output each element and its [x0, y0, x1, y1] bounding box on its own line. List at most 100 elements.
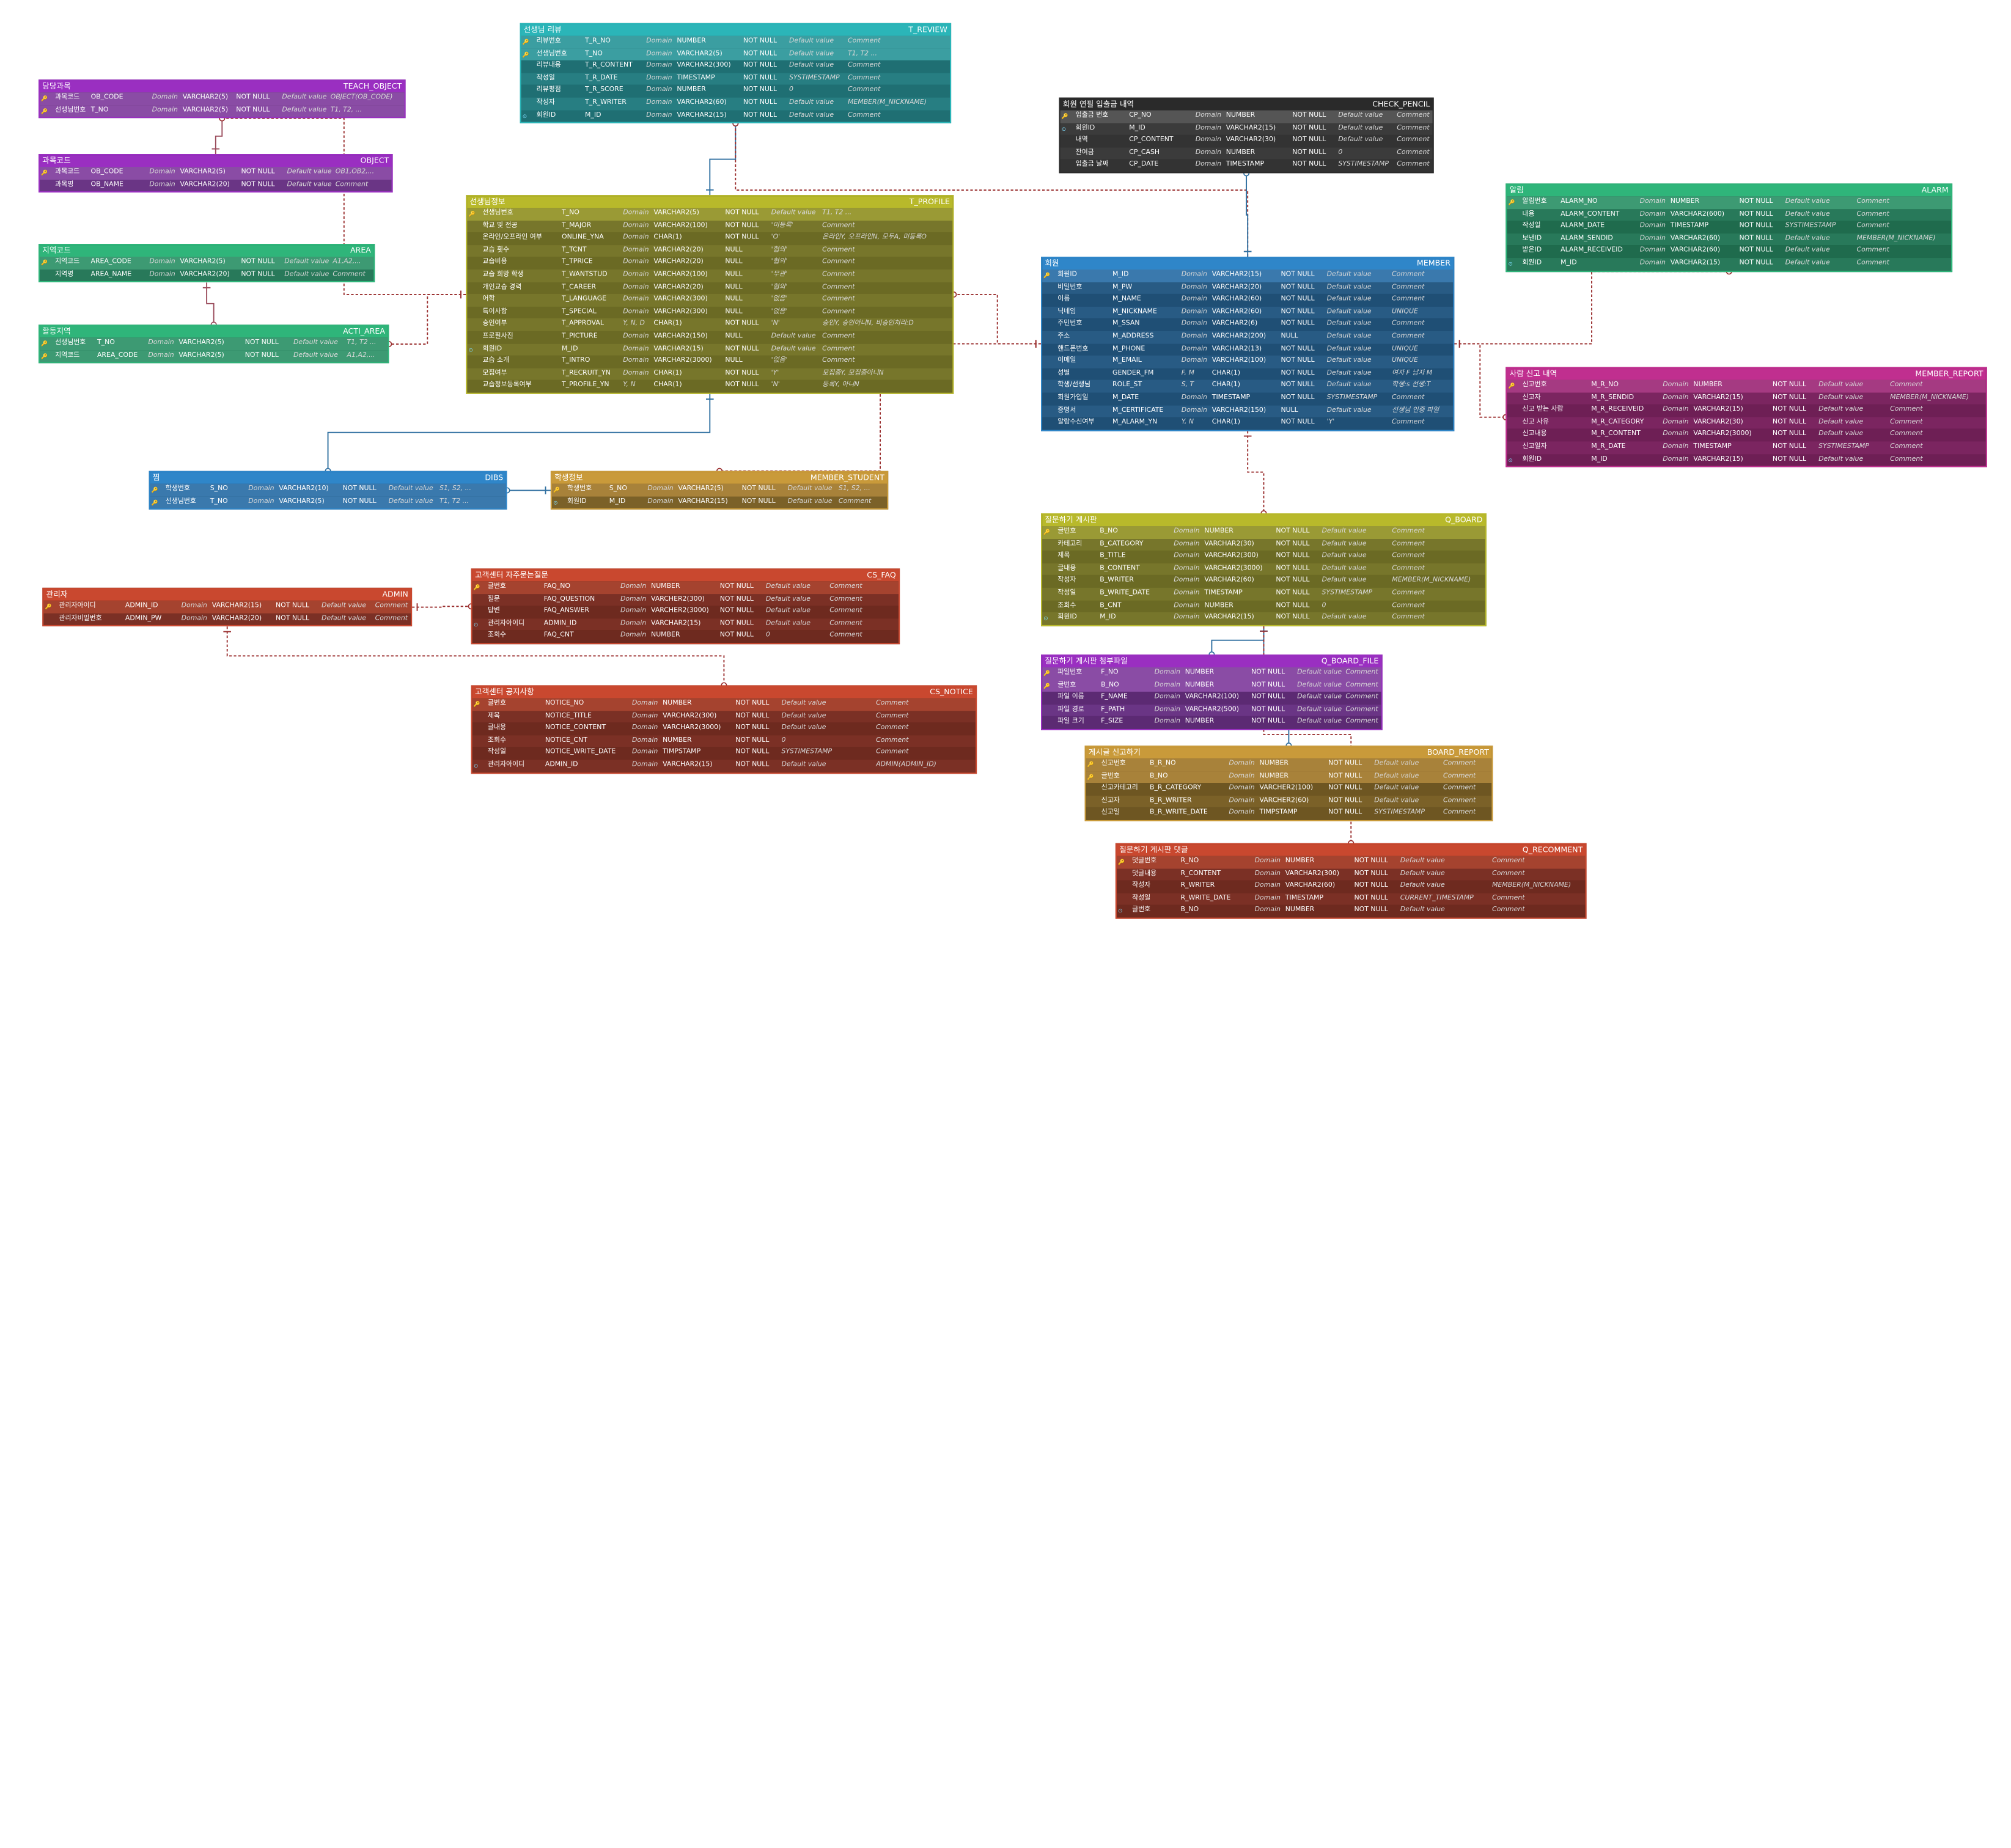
entity-member-student[interactable]: 학생정보MEMBER_STUDENT🔑학생번호S_NODomainVARCHAR… — [550, 471, 889, 510]
column-row[interactable]: 🔑댓글번호R_NODomainNUMBERNOT NULLDefault val… — [1116, 856, 1586, 868]
column-row[interactable]: 알람수신여부M_ALARM_YNY, NCHAR(1)NOT NULL'Y'Co… — [1042, 417, 1454, 430]
column-row[interactable]: 작성자B_WRITERDomainVARCHAR2(60)NOT NULLDef… — [1042, 575, 1485, 588]
entity-area[interactable]: 지역코드AREA🔑지역코드AREA_CODEDomainVARCHAR2(5)N… — [38, 243, 375, 283]
column-row[interactable]: 입출금 날짜CP_DATEDomainTIMESTAMPNOT NULLSYST… — [1060, 160, 1433, 172]
column-row[interactable]: ⊙회원IDM_IDDomainVARCHAR2(15)NOT NULLDefau… — [1042, 612, 1485, 625]
entity-board-report[interactable]: 게시글 신고하기BOARD_REPORT🔑신고번호B_R_NODomainNUM… — [1084, 746, 1493, 821]
column-row[interactable]: 내용ALARM_CONTENTDomainVARCHAR2(600)NOT NU… — [1507, 208, 1951, 221]
column-row[interactable]: 학교 및 전공T_MAJORDomainVARCHAR2(100)NOT NUL… — [467, 220, 953, 233]
column-row[interactable]: 닉네임M_NICKNAMEDomainVARCHAR2(60)NOT NULLD… — [1042, 306, 1454, 319]
column-row[interactable]: 질문FAQ_QUESTIONDomainVARCHER2(300)NOT NUL… — [472, 593, 899, 606]
column-row[interactable]: ⊙회원IDM_IDDomainVARCHAR2(15)NOT NULLDefau… — [521, 109, 950, 122]
column-row[interactable]: 관리자비밀번호ADMIN_PWDomainVARCHAR2(20)NOT NUL… — [43, 612, 411, 626]
column-row[interactable]: 🔑신고번호M_R_NODomainNUMBERNOT NULLDefault v… — [1507, 380, 1986, 392]
column-row[interactable]: 주소M_ADDRESSDomainVARCHAR2(200)NULLDefaul… — [1042, 331, 1454, 343]
entity-q-board-file[interactable]: 질문하기 게시판 첨부파일Q_BOARD_FILE🔑파일번호F_NODomain… — [1041, 654, 1383, 730]
column-row[interactable]: 🔑글번호FAQ_NODomainNUMBERNOT NULLDefault va… — [472, 581, 899, 594]
column-row[interactable]: 작성일B_WRITE_DATEDomainTIMESTAMPNOT NULLSY… — [1042, 587, 1485, 600]
column-row[interactable]: 🔑관리자아이디ADMIN_IDDomainVARCHAR2(15)NOT NUL… — [43, 600, 411, 613]
column-row[interactable]: 파일 크기F_SIZEDomainNUMBERNOT NULLDefault v… — [1042, 716, 1381, 729]
column-row[interactable]: 🔑글번호B_NODomainNUMBERNOT NULLDefault valu… — [1086, 771, 1492, 783]
column-row[interactable]: 보낸IDALARM_SENDIDDomainVARCHAR2(60)NOT NU… — [1507, 233, 1951, 246]
entity-admin[interactable]: 관리자ADMIN🔑관리자아이디ADMIN_IDDomainVARCHAR2(15… — [42, 587, 413, 627]
column-row[interactable]: 작성일R_WRITE_DATEDomainTIMESTAMPNOT NULLCU… — [1116, 893, 1586, 906]
column-row[interactable]: 답변FAQ_ANSWERDomainVARCHER2(3000)NOT NULL… — [472, 606, 899, 618]
column-row[interactable]: 교습 횟수T_TCNTDomainVARCHAR2(20)NULL'협의'Com… — [467, 244, 953, 257]
column-row[interactable]: 파일 이름F_NAMEDomainVARCHAR2(100)NOT NULLDe… — [1042, 692, 1381, 705]
column-row[interactable]: 🔑파일번호F_NODomainNUMBERNOT NULLDefault val… — [1042, 667, 1381, 680]
column-row[interactable]: 제목NOTICE_TITLEDomainVARCHAR2(300)NOT NUL… — [472, 710, 976, 723]
entity-t-profile[interactable]: 선생님정보T_PROFILE🔑선생님번호T_NODomainVARCHAR2(5… — [466, 195, 954, 394]
column-row[interactable]: 작성자R_WRITERDomainVARCHAR2(60)NOT NULLDef… — [1116, 880, 1586, 893]
column-row[interactable]: 회원가입일M_DATEDomainTIMESTAMPNOT NULLSYSTIM… — [1042, 392, 1454, 405]
column-row[interactable]: 개인교습 경력T_CAREERDomainVARCHAR2(20)NULL'협의… — [467, 282, 953, 295]
column-row[interactable]: 카테고리B_CATEGORYDomainVARCHAR2(30)NOT NULL… — [1042, 538, 1485, 551]
column-row[interactable]: ⊙글번호B_NODomainNUMBERNOT NULLDefault valu… — [1116, 905, 1586, 918]
column-row[interactable]: 🔑선생님번호T_NODomainVARCHAR2(5)NOT NULLDefau… — [467, 208, 953, 221]
column-row[interactable]: 특이사항T_SPECIALDomainVARCHAR2(300)NULL'없음'… — [467, 306, 953, 319]
column-row[interactable]: 제목B_TITLEDomainVARCHAR2(300)NOT NULLDefa… — [1042, 551, 1485, 563]
column-row[interactable]: 신고내용M_R_CONTENTDomainVARCHAR2(3000)NOT N… — [1507, 429, 1986, 442]
column-row[interactable]: 🔑지역코드AREA_CODEDomainVARCHAR2(5)NOT NULLD… — [40, 350, 388, 362]
column-row[interactable]: 🔑선생님번호T_NODomainVARCHAR2(5)NOT NULLDefau… — [40, 337, 388, 350]
column-row[interactable]: 신고일B_R_WRITE_DATEDomainTIMPSTAMPNOT NULL… — [1086, 807, 1492, 820]
entity-t-review[interactable]: 선생님 리뷰T_REVIEW🔑리뷰번호T_R_NODomainNUMBERNOT… — [520, 23, 952, 123]
column-row[interactable]: 주민번호M_SSANDomainVARCHAR2(6)NOT NULLDefau… — [1042, 318, 1454, 331]
entity-q-board[interactable]: 질문하기 게시판Q_BOARD🔑글번호B_NODomainNUMBERNOT N… — [1041, 513, 1487, 626]
column-row[interactable]: 🔑선생님번호T_NODomainVARCHAR2(5)NOT NULLDefau… — [40, 105, 405, 117]
entity-cs-notice[interactable]: 고객센터 공지사항CS_NOTICE🔑글번호NOTICE_NODomainNUM… — [471, 685, 977, 774]
column-row[interactable]: 🔑글번호B_NODomainNUMBERNOT NULLDefault valu… — [1042, 680, 1381, 692]
column-row[interactable]: 핸드폰번호M_PHONEDomainVARCHAR2(13)NOT NULLDe… — [1042, 343, 1454, 356]
column-row[interactable]: ⊙회원IDM_IDDomainVARCHAR2(15)NOT NULLDefau… — [1507, 453, 1986, 466]
column-row[interactable]: 교습비용T_TPRICEDomainVARCHAR2(20)NULL'협의'Co… — [467, 257, 953, 270]
column-row[interactable]: 승인여부T_APPROVALY, N, DCHAR(1)NOT NULL'N'승… — [467, 318, 953, 331]
column-row[interactable]: 이메일M_EMAILDomainVARCHAR2(100)NOT NULLDef… — [1042, 356, 1454, 369]
column-row[interactable]: 리뷰평점T_R_SCOREDomainNUMBERNOT NULL0Commen… — [521, 85, 950, 98]
column-row[interactable]: 신고 사유M_R_CATEGORYDomainVARCHAR2(30)NOT N… — [1507, 417, 1986, 430]
column-row[interactable]: 작성일NOTICE_WRITE_DATEDomainTIMPSTAMPNOT N… — [472, 747, 976, 760]
column-row[interactable]: 댓글내용R_CONTENTDomainVARCHAR2(300)NOT NULL… — [1116, 868, 1586, 881]
column-row[interactable]: 이름M_NAMEDomainVARCHAR2(60)NOT NULLDefaul… — [1042, 294, 1454, 307]
column-row[interactable]: 교습정보등록여부T_PROFILE_YNY, NCHAR(1)NOT NULL'… — [467, 380, 953, 393]
column-row[interactable]: 신고자B_R_WRITERDomainVARCHER2(60)NOT NULLD… — [1086, 795, 1492, 808]
column-row[interactable]: 🔑선생님번호T_NODomainVARCHAR2(5)NOT NULLDefau… — [521, 48, 950, 61]
column-row[interactable]: 🔑선생님번호T_NODomainVARCHAR2(5)NOT NULLDefau… — [150, 496, 506, 508]
column-row[interactable]: 작성일T_R_DATEDomainTIMESTAMPNOT NULLSYSTIM… — [521, 73, 950, 86]
column-row[interactable]: 조회수NOTICE_CNTDomainNUMBERNOT NULL0Commen… — [472, 735, 976, 747]
entity-object[interactable]: 과목코드OBJECT🔑과목코드OB_CODEDomainVARCHAR2(5)N… — [38, 153, 393, 193]
column-row[interactable]: 🔑입출금 번호CP_NODomainNUMBERNOT NULLDefault … — [1060, 110, 1433, 123]
column-row[interactable]: 리뷰내용T_R_CONTENTDomainVARCHAR2(300)NOT NU… — [521, 61, 950, 73]
column-row[interactable]: ⊙회원IDM_IDDomainVARCHAR2(15)NOT NULLDefau… — [551, 496, 888, 508]
column-row[interactable]: 🔑신고번호B_R_NODomainNUMBERNOT NULLDefault v… — [1086, 758, 1492, 771]
column-row[interactable]: 학생/선생님ROLE_STS, TCHAR(1)NOT NULLDefault … — [1042, 380, 1454, 393]
column-row[interactable]: 신고 받는 사람M_R_RECEIVEIDDomainVARCHAR2(15)N… — [1507, 404, 1986, 417]
column-row[interactable]: 글내용B_CONTENTDomainVARCHAR2(3000)NOT NULL… — [1042, 563, 1485, 576]
column-row[interactable]: 🔑알림번호ALARM_NODomainNUMBERNOT NULLDefault… — [1507, 196, 1951, 209]
column-row[interactable]: 글내용NOTICE_CONTENTDomainVARCHAR2(3000)NOT… — [472, 722, 976, 735]
column-row[interactable]: 🔑과목코드OB_CODEDomainVARCHAR2(5)NOT NULLDef… — [40, 92, 405, 105]
entity-member[interactable]: 회원MEMBER🔑회원IDM_IDDomainVARCHAR2(15)NOT N… — [1041, 256, 1455, 431]
column-row[interactable]: 비밀번호M_PWDomainVARCHAR2(20)NOT NULLDefaul… — [1042, 282, 1454, 295]
column-row[interactable]: ⊙회원IDM_IDDomainVARCHAR2(15)NOT NULLDefau… — [1507, 258, 1951, 271]
entity-alarm[interactable]: 알림ALARM🔑알림번호ALARM_NODomainNUMBERNOT NULL… — [1505, 183, 1953, 272]
column-row[interactable]: ⊙관리자아이디ADMIN_IDDomainVARCHAR2(15)NOT NUL… — [472, 760, 976, 772]
column-row[interactable]: 🔑지역코드AREA_CODEDomainVARCHAR2(5)NOT NULLD… — [40, 256, 374, 270]
column-row[interactable]: 받은IDALARM_RECEIVEIDDomainVARCHAR2(60)NOT… — [1507, 245, 1951, 258]
entity-dibs[interactable]: 찜DIBS🔑학생번호S_NODomainVARCHAR2(10)NOT NULL… — [149, 471, 507, 510]
entity-acti-area[interactable]: 활동지역ACTI_AREA🔑선생님번호T_NODomainVARCHAR2(5)… — [38, 324, 389, 364]
column-row[interactable]: 🔑과목코드OB_CODEDomainVARCHAR2(5)NOT NULLDef… — [40, 167, 392, 180]
column-row[interactable]: 조회수FAQ_CNTDomainNUMBERNOT NULL0Comment — [472, 630, 899, 644]
column-row[interactable]: 성별GENDER_FMF, MCHAR(1)NOT NULLDefault va… — [1042, 368, 1454, 381]
column-row[interactable]: 내역CP_CONTENTDomainVARCHAR2(30)NOT NULLDe… — [1060, 134, 1433, 148]
column-row[interactable]: 파일 경로F_PATHDomainVARCHAR2(500)NOT NULLDe… — [1042, 704, 1381, 717]
column-row[interactable]: 지역명AREA_NAMEDomainVARCHAR2(20)NOT NULLDe… — [40, 269, 374, 282]
column-row[interactable]: 신고자M_R_SENDIDDomainVARCHAR2(15)NOT NULLD… — [1507, 392, 1986, 405]
column-row[interactable]: 교습 소개T_INTRODomainVARCHAR2(3000)NULL'없음'… — [467, 355, 953, 369]
column-row[interactable]: 신고카테고리B_R_CATEGORYDomainVARCHER2(100)NOT… — [1086, 783, 1492, 796]
column-row[interactable]: 모집여부T_RECRUIT_YNDomainCHAR(1)NOT NULL'Y'… — [467, 368, 953, 381]
column-row[interactable]: 🔑회원IDM_IDDomainVARCHAR2(15)NOT NULLDefau… — [1042, 269, 1454, 282]
column-row[interactable]: 과목명OB_NAMEDomainVARCHAR2(20)NOT NULLDefa… — [40, 179, 392, 192]
column-row[interactable]: 작성자T_R_WRITERDomainVARCHAR2(60)NOT NULLD… — [521, 97, 950, 110]
entity-check-pencil[interactable]: 회원 연필 입출금 내역CHECK_PENCIL🔑입출금 번호CP_NODoma… — [1059, 97, 1434, 174]
column-row[interactable]: 작성일ALARM_DATEDomainTIMESTAMPNOT NULLSYST… — [1507, 221, 1951, 233]
